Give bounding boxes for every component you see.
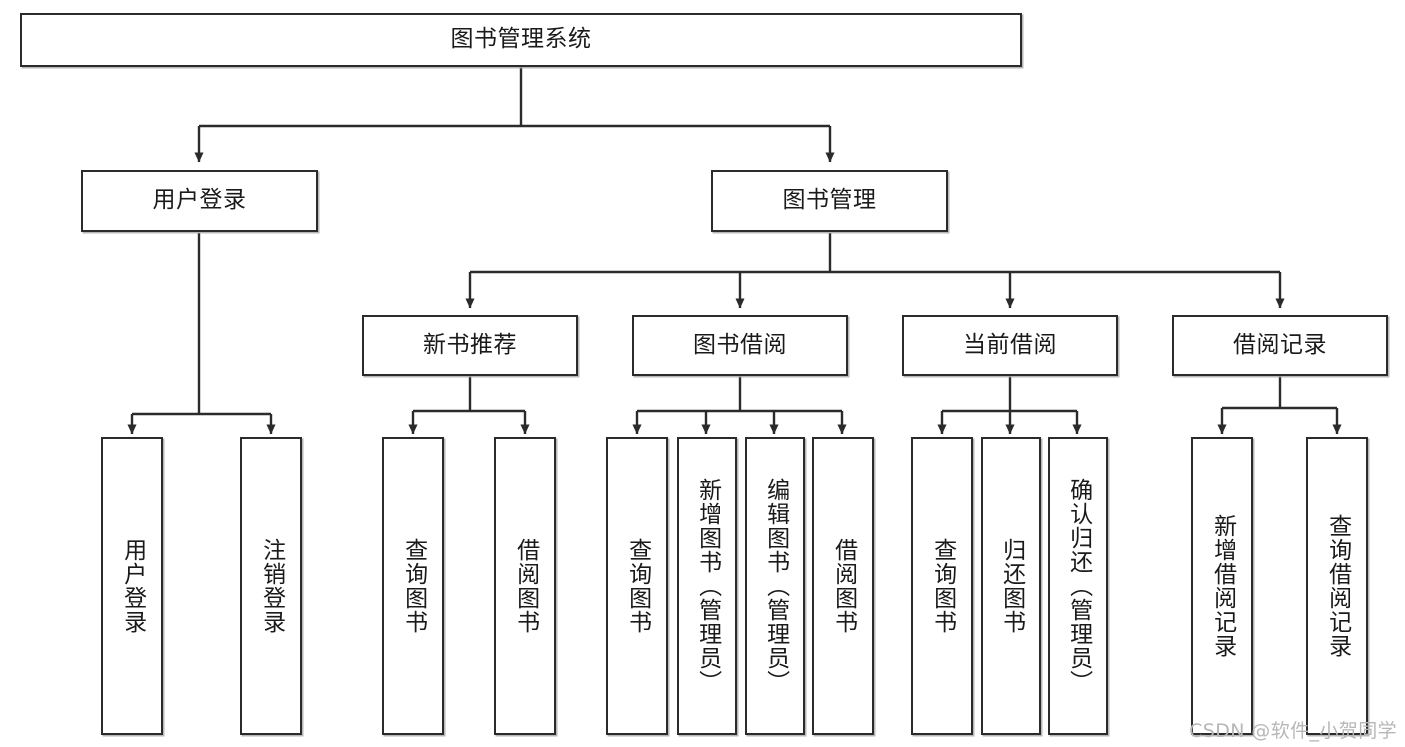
node-leaf-add-book-label: 新增图书（管理员） [694,478,721,694]
node-leaf-query-book-1-label: 查询图书 [400,538,427,634]
node-leaf-return-book[interactable]: 归还图书 [981,437,1041,735]
node-leaf-user-login[interactable]: 用户登录 [101,437,163,735]
node-leaf-borrow-book-1[interactable]: 借阅图书 [494,437,556,735]
node-book-manage-label: 图书管理 [782,187,877,214]
node-leaf-borrow-book-2-label: 借阅图书 [830,538,857,634]
node-leaf-edit-book-label: 编辑图书（管理员） [762,478,789,694]
node-leaf-borrow-book-2[interactable]: 借阅图书 [812,437,874,735]
node-root[interactable]: 图书管理系统 [20,13,1022,67]
node-leaf-confirm-return-label: 确认归还（管理员） [1065,478,1092,694]
node-leaf-query-record[interactable]: 查询借阅记录 [1306,437,1368,735]
node-leaf-user-logout[interactable]: 注销登录 [240,437,302,735]
node-leaf-query-book-2-label: 查询图书 [624,538,651,634]
node-borrow-record[interactable]: 借阅记录 [1172,315,1388,376]
node-book-borrow[interactable]: 图书借阅 [632,315,848,376]
node-leaf-edit-book[interactable]: 编辑图书（管理员） [745,437,805,735]
node-leaf-query-book-2[interactable]: 查询图书 [606,437,668,735]
node-user-login[interactable]: 用户登录 [81,170,318,232]
node-leaf-add-book[interactable]: 新增图书（管理员） [677,437,737,735]
node-current-borrow[interactable]: 当前借阅 [902,315,1118,376]
node-new-book-rec-label: 新书推荐 [423,331,517,358]
node-root-label: 图书管理系统 [450,26,592,53]
node-leaf-borrow-book-1-label: 借阅图书 [512,538,539,634]
node-book-manage[interactable]: 图书管理 [711,170,948,232]
node-leaf-user-login-label: 用户登录 [119,538,146,634]
node-leaf-query-book-1[interactable]: 查询图书 [382,437,444,735]
node-leaf-confirm-return[interactable]: 确认归还（管理员） [1048,437,1108,735]
node-user-login-label: 用户登录 [152,187,247,214]
node-leaf-query-book-3[interactable]: 查询图书 [911,437,973,735]
csdn-watermark: CSDN @软件_小贺同学 [1189,720,1397,742]
node-new-book-rec[interactable]: 新书推荐 [362,315,578,376]
node-leaf-add-record[interactable]: 新增借阅记录 [1191,437,1253,735]
node-leaf-add-record-label: 新增借阅记录 [1209,514,1236,658]
node-borrow-record-label: 借阅记录 [1233,331,1327,358]
node-leaf-return-book-label: 归还图书 [998,538,1025,634]
node-leaf-query-record-label: 查询借阅记录 [1324,514,1351,658]
node-leaf-user-logout-label: 注销登录 [258,538,285,634]
node-current-borrow-label: 当前借阅 [963,331,1057,358]
node-book-borrow-label: 图书借阅 [693,331,787,358]
node-leaf-query-book-3-label: 查询图书 [929,538,956,634]
